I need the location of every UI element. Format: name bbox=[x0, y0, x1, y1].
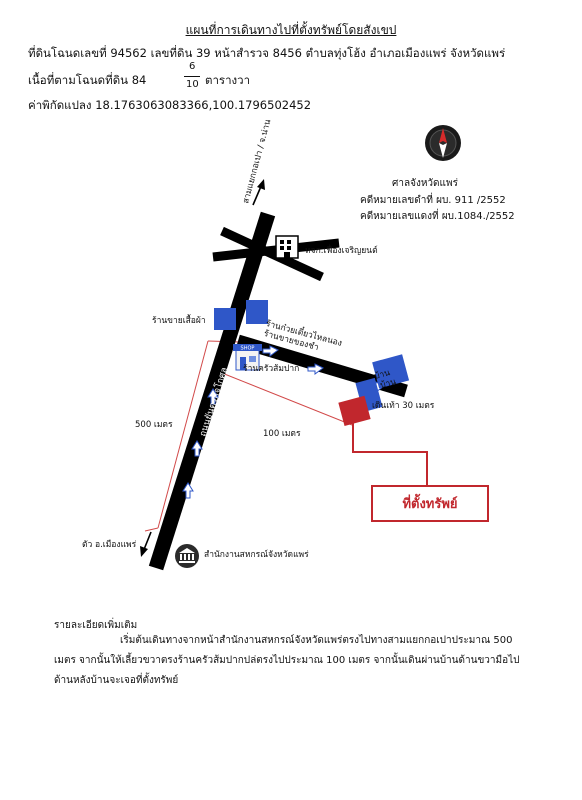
destination-label: ที่ตั้งทรัพย์ bbox=[402, 497, 458, 512]
noodle-shop-building bbox=[246, 300, 268, 324]
page-title: แผนที่การเดินทางไปที่ตั้งทรัพย์โดยสังเขป bbox=[185, 23, 397, 37]
deed-info: ที่ดินโฉนดเลขที่ 94562 เลขที่ดิน 39 หน้า… bbox=[28, 46, 506, 60]
coordinates: ค่าพิกัดแปลง 18.1763063083366,100.179650… bbox=[28, 98, 312, 112]
area-denominator: 10 bbox=[186, 79, 199, 90]
area-unit: ตารางวา bbox=[205, 73, 251, 87]
arrow-icon bbox=[207, 388, 219, 405]
details-line-3: ด้านหลังบ้านจะเจอที่ตั้งทรัพย์ bbox=[54, 675, 179, 686]
property-marker bbox=[338, 395, 428, 485]
shop-sign: SHOP bbox=[241, 346, 255, 352]
house-building-2 bbox=[372, 354, 410, 389]
to-north-label: สามแยกกอเปา / จ.น่าน bbox=[241, 118, 273, 205]
dealer-label: หจก.เฟื่องเจริญยนต์ bbox=[305, 246, 378, 256]
arrow-icon bbox=[182, 482, 194, 499]
government-office-icon bbox=[175, 544, 199, 568]
building-icon bbox=[275, 235, 299, 259]
fraction-bar bbox=[184, 76, 200, 77]
arrow-icon bbox=[262, 345, 279, 357]
case-red: คดีหมายเลขแดงที่ ผบ.1084./2552 bbox=[360, 211, 515, 222]
to-south-label: ตัว อ.เมืองแพร่ bbox=[82, 540, 137, 550]
distance-100-label: 100 เมตร bbox=[263, 429, 301, 439]
coop-office-label: สำนักงานสหกรณ์จังหวัดแพร่ bbox=[204, 550, 309, 560]
details-line-1: เริ่มต้นเดินทางจากหน้าสำนักงานสหกรณ์จังห… bbox=[120, 635, 513, 646]
compass-icon bbox=[425, 125, 461, 161]
area-prefix: เนื้อที่ตามโฉนดที่ดิน 84 bbox=[28, 73, 147, 87]
shop-icon: SHOP bbox=[233, 344, 262, 371]
case-black: คดีหมายเลขดำที่ ผบ. 911 /2552 bbox=[360, 195, 506, 206]
destination-box: ที่ตั้งทรัพย์ bbox=[371, 485, 489, 522]
clothes-shop-building bbox=[214, 308, 236, 330]
arrow-icon bbox=[140, 531, 152, 557]
arrow-icon bbox=[307, 363, 324, 375]
buildings bbox=[214, 300, 410, 413]
details-line-2: เมตร จากนั้นให้เลี้ยวขวาตรงร้านครัวส้มปา… bbox=[54, 655, 520, 666]
arrow-icon bbox=[191, 440, 203, 457]
kitchen-label: ร้านครัวส้มปาก bbox=[243, 364, 300, 374]
distance-500-label: 500 เมตร bbox=[135, 420, 173, 430]
clothes-shop-label: ร้านขายเสื้อผ้า bbox=[152, 316, 206, 326]
court-name: ศาลจังหวัดแพร่ bbox=[392, 178, 458, 189]
details-heading: รายละเอียดเพิ่มเติม bbox=[54, 620, 138, 631]
walk-30-label: เดินเท้า 30 เมตร bbox=[372, 401, 435, 411]
area-numerator: 6 bbox=[189, 61, 196, 72]
arrow-icon bbox=[252, 179, 265, 206]
